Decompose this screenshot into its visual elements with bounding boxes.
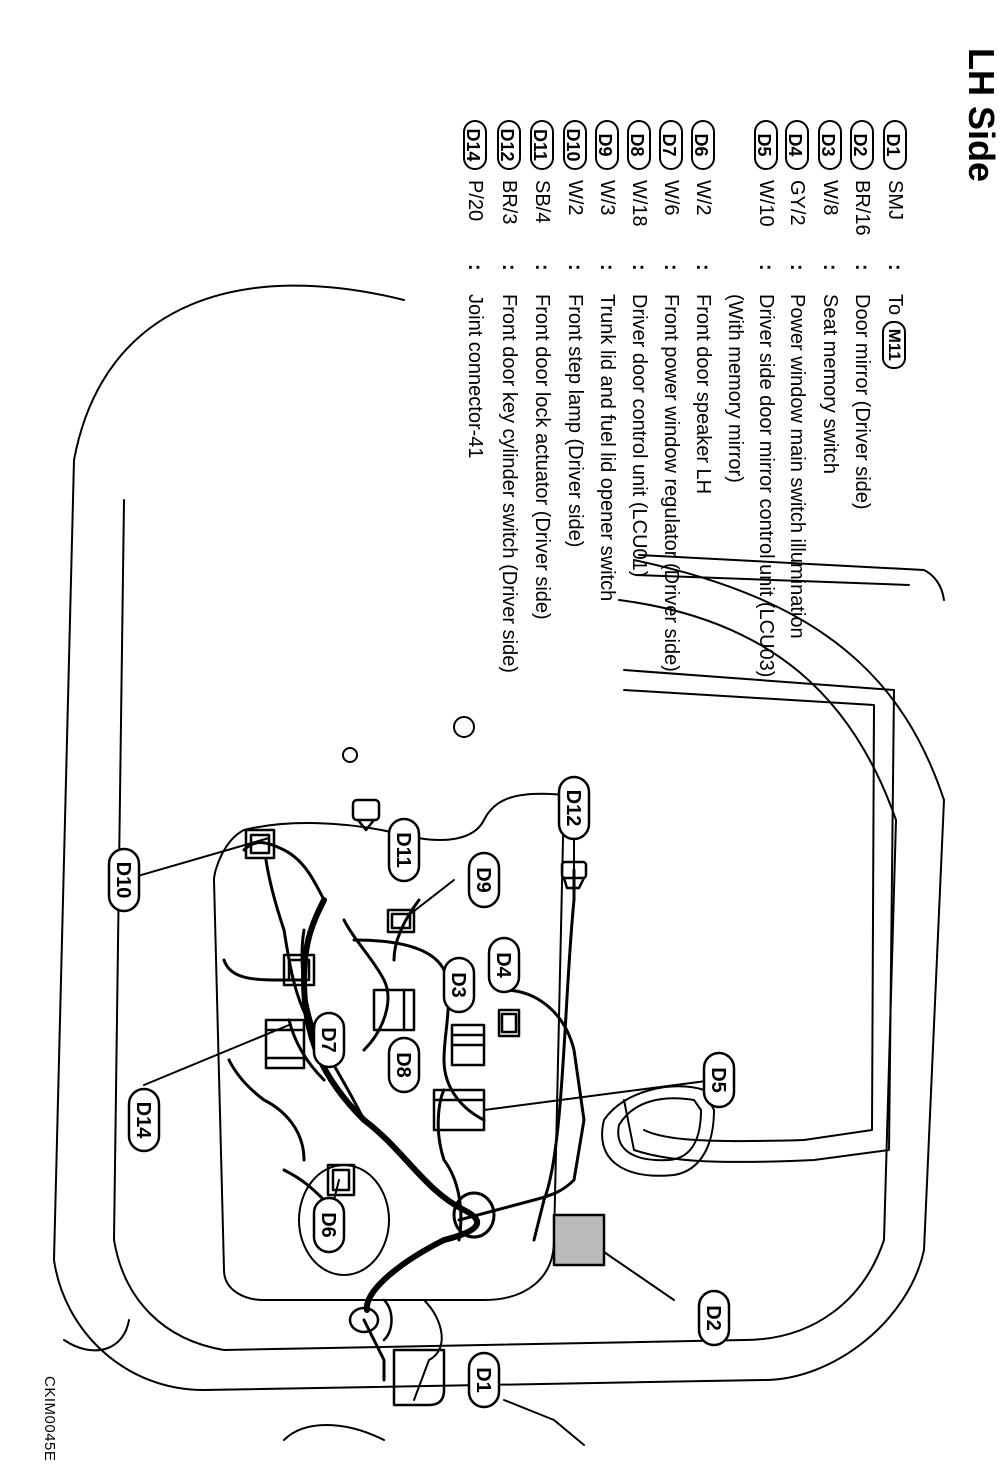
handle-pocket xyxy=(601,1085,715,1177)
harness-branch-d12 xyxy=(532,868,576,1242)
connector-d11 xyxy=(351,798,381,832)
callout-d10: D10 xyxy=(107,847,141,913)
leader-d10 xyxy=(123,837,270,881)
window-frame-inner xyxy=(635,574,910,586)
hole-1 xyxy=(453,716,475,738)
connector-d4 xyxy=(497,1008,521,1038)
connector-d9 xyxy=(386,908,416,934)
svg-text:D12: D12 xyxy=(562,790,584,827)
leader-d6 xyxy=(333,1179,340,1201)
svg-text:D9: D9 xyxy=(472,867,494,893)
leader-d9 xyxy=(408,879,455,916)
connector-d14 xyxy=(264,1018,306,1070)
callout-d14: D14 xyxy=(127,1087,161,1153)
svg-text:D4: D4 xyxy=(492,952,514,978)
grommet-d1 xyxy=(348,1298,393,1342)
callout-d12: D12 xyxy=(557,775,591,841)
svg-text:D3: D3 xyxy=(447,972,469,998)
svg-text:D10: D10 xyxy=(112,862,134,899)
svg-text:D1: D1 xyxy=(472,1367,494,1393)
svg-text:D14: D14 xyxy=(132,1102,154,1140)
svg-text:D8: D8 xyxy=(392,1052,414,1078)
callout-d5: D5 xyxy=(702,1051,736,1109)
callout-d7: D7 xyxy=(312,1011,346,1069)
harness-branch-d2 xyxy=(457,988,586,1222)
connector-d7 xyxy=(282,953,316,987)
hole-2 xyxy=(342,747,358,763)
svg-text:D7: D7 xyxy=(317,1027,339,1053)
door-inner-outline xyxy=(113,499,897,1351)
leader-d2 xyxy=(603,1251,675,1301)
leader-d5 xyxy=(483,1079,715,1111)
callout-d2: D2 xyxy=(697,1289,731,1347)
connector-d1 xyxy=(392,1348,446,1407)
connector-d6 xyxy=(326,1163,356,1197)
window-glass-inner xyxy=(623,689,875,1143)
svg-text:D2: D2 xyxy=(702,1305,724,1331)
callout-d3: D3 xyxy=(442,956,476,1014)
hinge-bracket xyxy=(413,1299,443,1401)
leader-d14 xyxy=(143,1024,290,1086)
callout-d4: D4 xyxy=(487,936,521,994)
callout-d6: D6 xyxy=(312,1196,346,1254)
grommet-center xyxy=(452,1191,496,1239)
callout-d9: D9 xyxy=(467,851,501,909)
connector-d8 xyxy=(372,988,416,1032)
door-outline xyxy=(53,284,945,1391)
connector-d2 xyxy=(552,1213,606,1267)
callout-d1: D1 xyxy=(467,1351,501,1409)
figure-code: CKIM0045E xyxy=(41,1376,58,1462)
connector-d3 xyxy=(450,1023,486,1067)
harness-branch-d5 xyxy=(436,1088,463,1242)
callout-d8: D8 xyxy=(387,1036,421,1094)
window-frame xyxy=(638,554,945,601)
svg-text:D5: D5 xyxy=(707,1067,729,1093)
callout-d11: D11 xyxy=(387,817,421,883)
window-glass xyxy=(623,669,895,1163)
svg-text:D11: D11 xyxy=(392,832,414,868)
svg-text:D6: D6 xyxy=(317,1212,339,1238)
